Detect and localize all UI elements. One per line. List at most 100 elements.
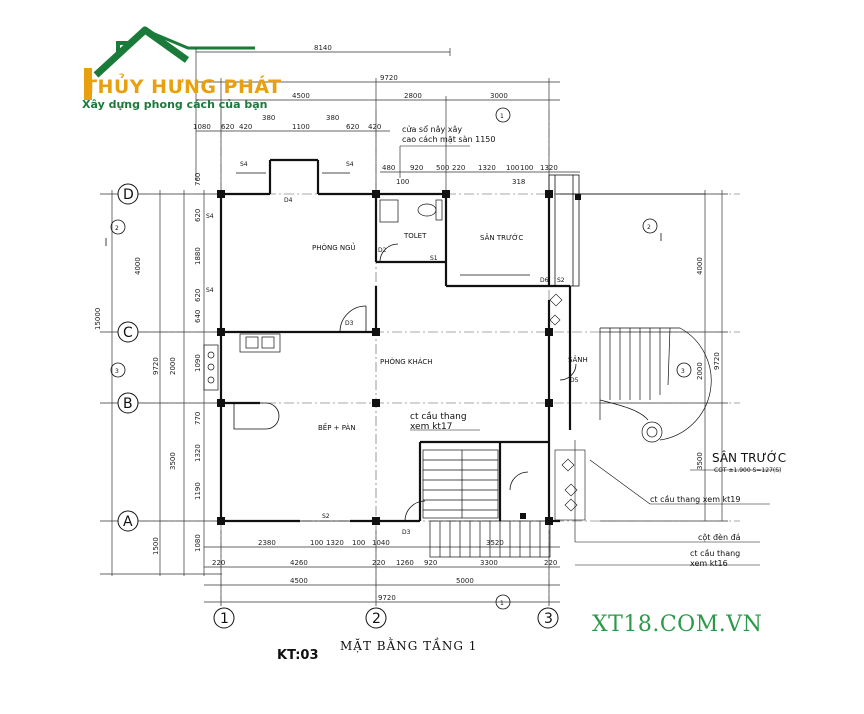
dim-bottom: 220 <box>544 559 557 567</box>
dim-total-top: 9720 <box>380 74 398 82</box>
dim-upper: 220 <box>452 164 465 172</box>
window-note-2: cao cách mặt sàn 1150 <box>402 135 495 145</box>
dim-bottom: 1260 <box>396 559 414 567</box>
grid-label-1: 1 <box>220 611 229 627</box>
dim-left-detail: 1090 <box>194 354 202 372</box>
drawing-title: MẶT BẰNG TẦNG 1 <box>340 639 478 653</box>
kitchen-fixtures <box>203 333 281 391</box>
dim-detail: 620 <box>346 123 359 131</box>
dim-bottom: 5000 <box>456 577 474 585</box>
section-label: 3 <box>115 368 119 375</box>
lamp-post-note: cột đèn đá <box>698 532 741 542</box>
window-note-1: cửa sổ nây xây <box>402 124 462 134</box>
dim-right-span: 3500 <box>696 452 704 470</box>
section-label: 2 <box>115 225 119 232</box>
tag-d3: D3 <box>345 320 354 327</box>
dim-left-detail: 1880 <box>194 247 202 265</box>
brand-tagline: Xây dựng phong cách của bạn <box>82 98 268 111</box>
front-porch-top <box>548 174 705 287</box>
drawing-code: KT:03 <box>277 648 319 663</box>
dim-upper: 100 <box>506 164 519 172</box>
dim-upper: 500 <box>436 164 449 172</box>
section-label: 1 <box>500 600 504 607</box>
tag-d4: D4 <box>284 197 293 204</box>
dim-detail: 420 <box>368 123 381 131</box>
stair-ref-2: ct cầu thang xem kt19 <box>650 494 741 504</box>
tag-s4: S4 <box>206 213 214 220</box>
openings <box>220 172 577 522</box>
dim-left-total: 9720 <box>152 357 160 375</box>
dim-upper: 1320 <box>478 164 496 172</box>
dim-detail: 420 <box>239 123 252 131</box>
grid-label-3: 3 <box>544 611 553 627</box>
planters <box>549 293 586 521</box>
room-lobby-label: SẢNH <box>568 355 588 364</box>
grid-label-2: 2 <box>372 611 381 627</box>
tag-d6: D6 <box>540 277 549 284</box>
dim-bottom: 220 <box>372 559 385 567</box>
grid-bubbles <box>117 183 559 629</box>
room-living-label: PHÒNG KHÁCH <box>380 357 433 366</box>
dim-upper: 480 <box>382 164 395 172</box>
dim-left-detail: 1320 <box>194 444 202 462</box>
dim-bottom: 3300 <box>480 559 498 567</box>
grid-label-b: B <box>123 396 133 412</box>
annotation-leaders <box>399 145 780 566</box>
dim-left-detail: 620 <box>194 209 202 222</box>
walls <box>219 158 572 523</box>
dim-left-detail: 770 <box>194 412 202 425</box>
section-label: 3 <box>681 368 685 375</box>
dim-detail: 380 <box>262 114 275 122</box>
dim-detail: 1100 <box>292 123 310 131</box>
dim-right-span: 2000 <box>696 362 704 380</box>
tag-s4: S4 <box>206 287 214 294</box>
dim-left-span: 3500 <box>169 452 177 470</box>
dim-left-overall: 15000 <box>94 308 102 330</box>
dim-bottom: 4260 <box>290 559 308 567</box>
stair-ref-1a: ct cầu thang <box>410 411 467 422</box>
dim-bottom: 220 <box>212 559 225 567</box>
dim-span-3: 3000 <box>490 92 508 100</box>
dim-bottom: 1320 <box>326 539 344 547</box>
dim-right-total: 9720 <box>713 352 721 370</box>
stair-ref-3a: ct cầu thang <box>690 548 740 558</box>
dim-overall-top: 8140 <box>314 44 332 52</box>
room-kitchen-label: BẾP + PÀN <box>318 422 356 432</box>
dim-detail: 1080 <box>193 123 211 131</box>
dim-misc: 318 <box>512 178 525 186</box>
dim-left-span: 4000 <box>134 257 142 275</box>
dim-misc: 100 <box>396 178 409 186</box>
grid-label-d: D <box>123 187 134 203</box>
dim-bottom: 100 <box>352 539 365 547</box>
bottom-stairs <box>429 520 551 558</box>
tag-s1: S1 <box>430 255 438 262</box>
dim-upper: 920 <box>410 164 423 172</box>
tag-s2: S2 <box>557 277 565 284</box>
dim-left-detail: 620 <box>194 289 202 302</box>
dim-left-span: 2000 <box>169 357 177 375</box>
room-toilet-label: TOLET <box>403 232 427 240</box>
dim-left-detail: 1080 <box>194 534 202 552</box>
dim-detail: 620 <box>221 123 234 131</box>
brand-name: THỦY HƯNG PHÁT <box>84 76 282 98</box>
stair-ref-1b: xem kt17 <box>410 422 452 432</box>
dim-left-detail: 760 <box>194 173 202 186</box>
dim-left-span: 1500 <box>152 537 160 555</box>
toilet-fixtures <box>379 199 443 223</box>
dim-bottom: 1040 <box>372 539 390 547</box>
room-front-yard-top-label: SÂN TRƯỚC <box>480 233 523 242</box>
dim-bottom: 2380 <box>258 539 276 547</box>
tag-d3: D3 <box>402 529 411 536</box>
grid-label-a: A <box>123 514 133 530</box>
section-label: 2 <box>647 224 651 231</box>
dim-span-1: 4500 <box>292 92 310 100</box>
tag-s4: S4 <box>240 161 248 168</box>
room-bedroom-label: PHÒNG NGỦ <box>312 242 356 252</box>
front-yard-level: COT ±1.900 S=127(S) <box>714 467 781 474</box>
tag-s4: S4 <box>346 161 354 168</box>
section-label: 1 <box>500 113 504 120</box>
tag-d2: D2 <box>378 247 387 254</box>
interior-staircase <box>422 449 499 519</box>
stair-ref-3b: xem kt16 <box>690 559 728 568</box>
